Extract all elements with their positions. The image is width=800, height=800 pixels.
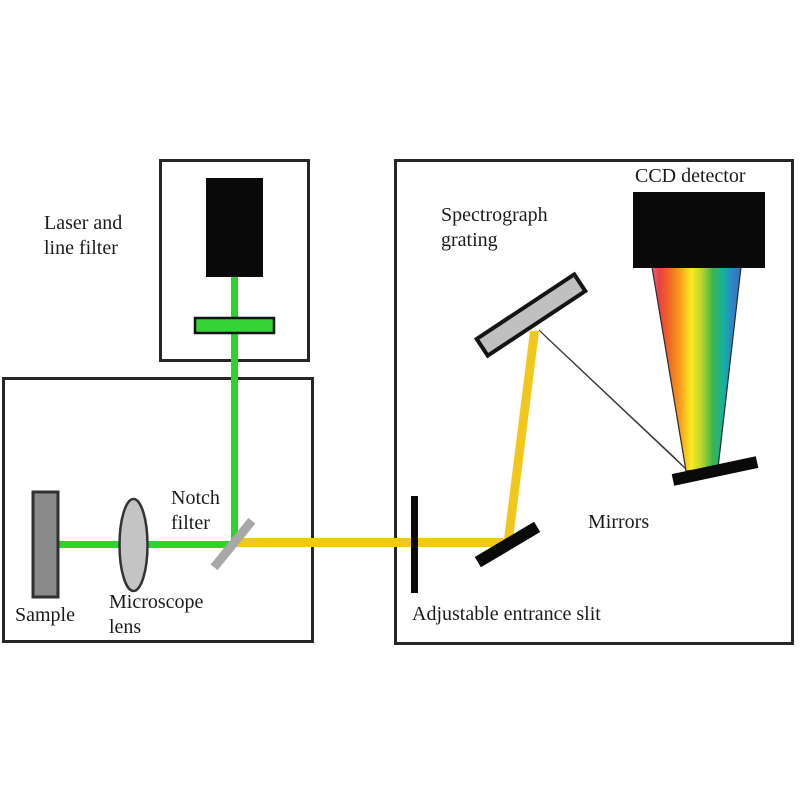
- entrance-slit-label: Adjustable entrance slit: [412, 603, 601, 625]
- label-line: Spectrograph: [441, 204, 548, 226]
- label-line: filter: [171, 512, 210, 534]
- microscope-lens-label: Microscope lens: [109, 590, 203, 640]
- sample-enclosure-box: [2, 377, 314, 643]
- spectrograph-grating-label: Spectrograph grating: [441, 203, 548, 253]
- laser-label: Laser and line filter: [44, 211, 122, 261]
- mirrors-label: Mirrors: [588, 511, 650, 533]
- label-line: line filter: [44, 237, 118, 259]
- laser-enclosure-box: [159, 159, 310, 362]
- label-line: Microscope: [109, 591, 204, 613]
- notch-filter-label: Notch filter: [171, 486, 220, 536]
- label-line: lens: [109, 616, 142, 638]
- spectrograph-enclosure-box: [394, 159, 794, 645]
- label-line: Notch: [171, 487, 220, 509]
- ccd-detector-label: CCD detector: [635, 165, 746, 187]
- label-line: grating: [441, 229, 498, 251]
- sample-label: Sample: [15, 604, 75, 626]
- label-line: Laser and: [44, 212, 123, 234]
